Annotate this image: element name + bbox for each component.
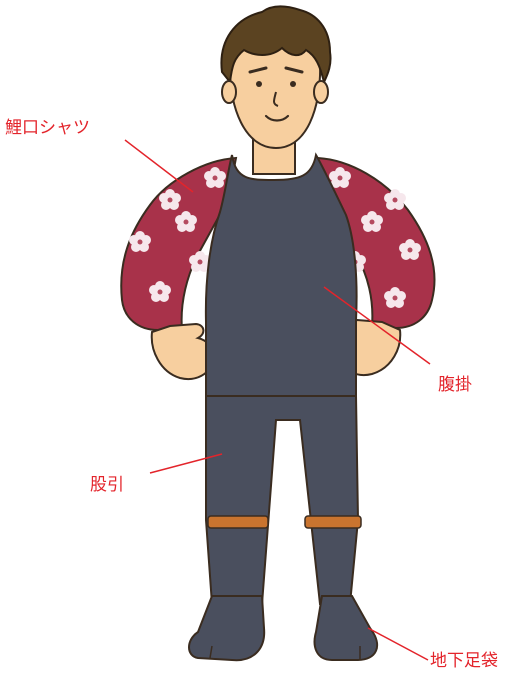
hand-left [150, 322, 216, 380]
knee-strap-left [207, 515, 269, 529]
nose [273, 91, 279, 107]
eye-right [290, 81, 296, 87]
leader-line-pants [149, 453, 223, 474]
label-jika-tabi: 地下足袋 [430, 651, 498, 671]
trousers [205, 395, 360, 605]
mouth [264, 114, 290, 122]
eyebrow-right [284, 66, 304, 74]
shirt-sleeve-right [316, 156, 436, 330]
tabi-right [313, 595, 379, 661]
tabi-left [188, 595, 266, 662]
ear-left [221, 80, 237, 104]
shirt-sleeve-left [120, 156, 238, 331]
leader-line-shirt [124, 139, 194, 193]
eye-left [256, 81, 262, 87]
ear-right [313, 80, 329, 104]
label-momohiki: 股引 [90, 475, 124, 495]
tabi-split-left [209, 645, 213, 659]
knee-strap-right [304, 515, 362, 529]
apron [204, 152, 358, 397]
label-koikuchi-shirt: 鯉口シャツ [5, 118, 90, 138]
leader-line-tabi [367, 627, 429, 661]
eyebrow-left [248, 66, 268, 74]
label-haragake: 腹掛 [438, 375, 472, 395]
leader-line-apron [323, 286, 431, 365]
